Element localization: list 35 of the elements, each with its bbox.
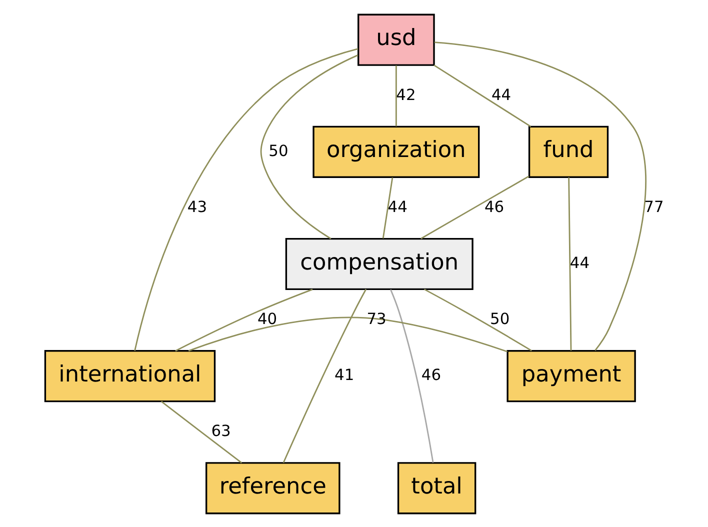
edge-label: 43 (186, 197, 207, 216)
edge-label: 50 (490, 309, 510, 328)
connector (434, 41, 646, 350)
node-box: reference (205, 462, 340, 514)
node-box: fund (528, 125, 608, 178)
edge-label: 42 (396, 85, 416, 104)
connector (188, 316, 508, 352)
edge-label: 46 (484, 197, 504, 216)
node-box: total (396, 462, 476, 514)
edge-label: 63 (210, 422, 230, 440)
node-box: compensation (284, 237, 473, 290)
connector (174, 288, 312, 351)
connector (134, 48, 358, 350)
connector (282, 288, 366, 463)
node-box: organization (312, 125, 480, 178)
connector (382, 176, 393, 238)
connector (390, 288, 434, 462)
edge-label: 44 (569, 253, 590, 272)
node-box: payment (506, 350, 636, 402)
connector (424, 288, 532, 351)
connector (160, 400, 242, 463)
edge-label: 44 (387, 197, 407, 216)
edge-label: 46 (420, 366, 441, 384)
edge-label: 77 (644, 197, 664, 216)
connector (260, 54, 358, 239)
connector (394, 64, 396, 126)
edge-label: 44 (490, 85, 511, 104)
edge-label: 41 (334, 366, 354, 384)
connector (420, 175, 529, 239)
connector (433, 64, 531, 127)
edge-label: 40 (256, 309, 277, 328)
connector (568, 176, 572, 350)
edge-label: 50 (268, 141, 288, 160)
node-box: international (44, 350, 216, 402)
node-box: usd (357, 13, 434, 66)
